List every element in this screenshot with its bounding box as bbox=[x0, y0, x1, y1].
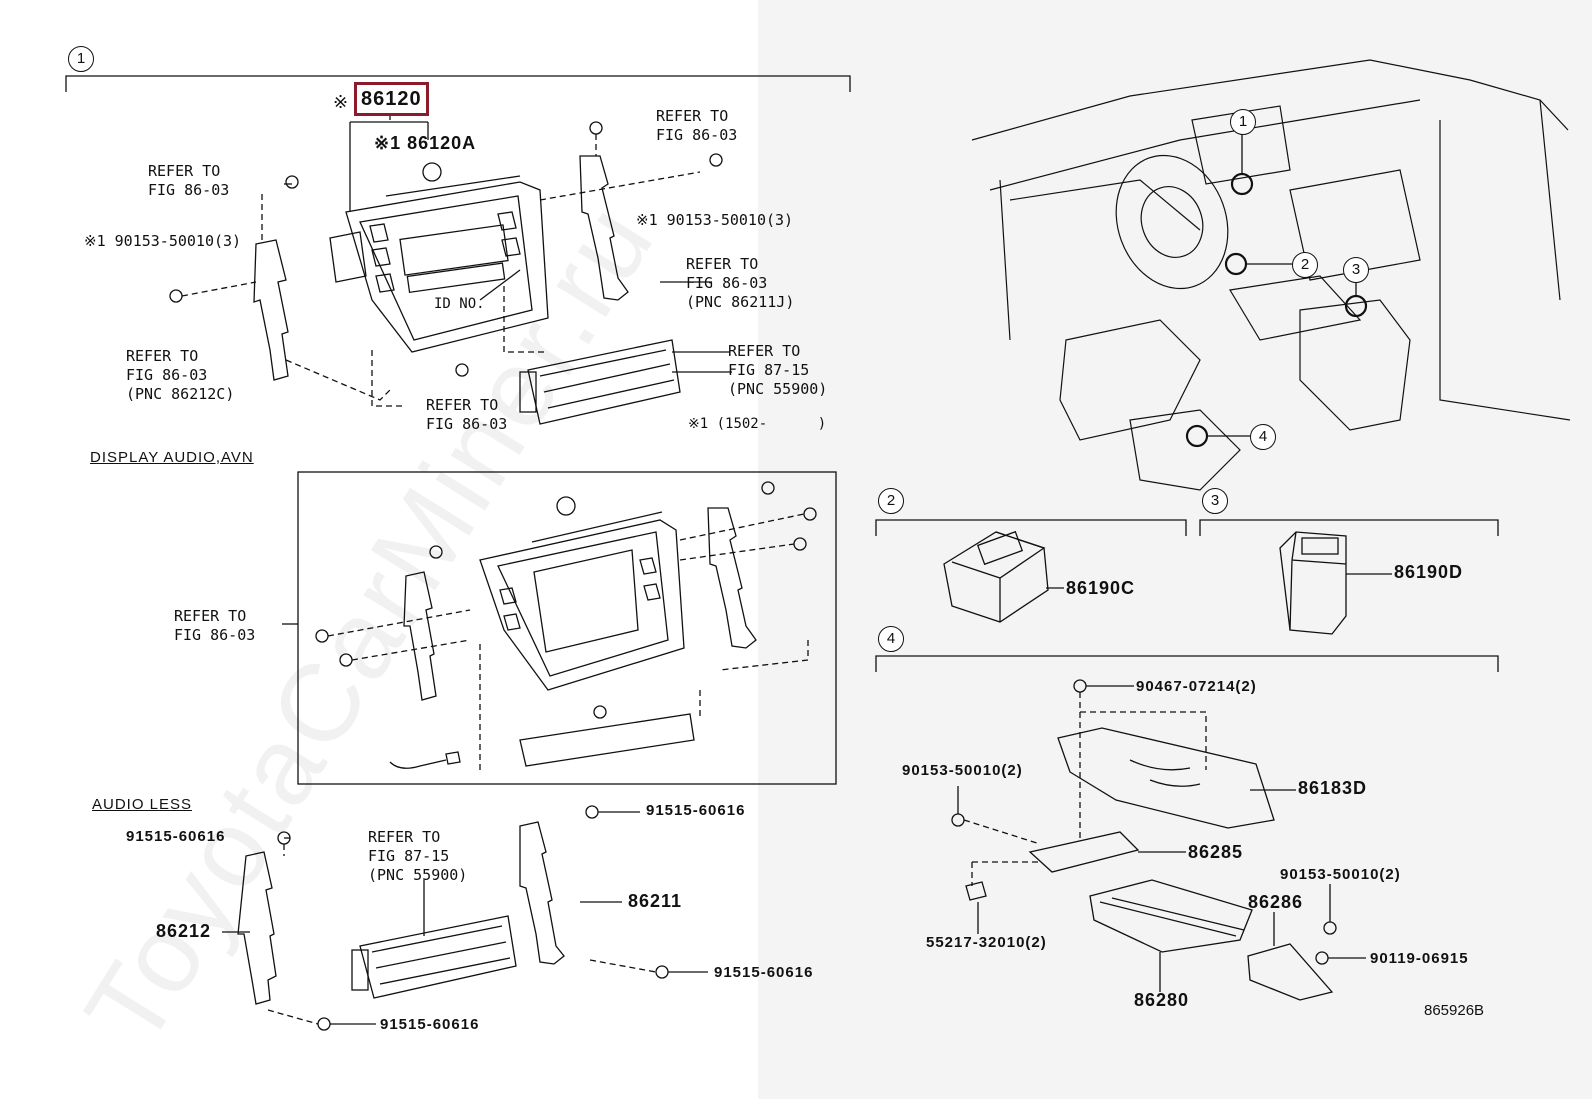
display-audio-unit-drawing bbox=[479, 496, 685, 691]
section-marker-2: 2 bbox=[878, 488, 904, 514]
part-90467-07214[interactable]: 90467-07214(2) bbox=[1136, 678, 1257, 695]
part-90119-06915[interactable]: 90119-06915 bbox=[1370, 950, 1469, 967]
part-86280[interactable]: 86280 bbox=[1134, 990, 1190, 1010]
id-no-label: ID NO. bbox=[434, 296, 485, 312]
part-86183d[interactable]: 86183D bbox=[1298, 778, 1368, 798]
part-55217-32010[interactable]: 55217-32010(2) bbox=[926, 934, 1047, 951]
date-note: ※1 (1502- ) bbox=[688, 416, 827, 432]
vehicle-marker-1[interactable]: 1 bbox=[1230, 109, 1256, 135]
ref-mark: ※ bbox=[333, 92, 349, 113]
refer-to-fig-86-03-bottom[interactable]: REFER TO FIG 86-03 bbox=[426, 396, 508, 433]
part-90153-50010-b[interactable]: 90153-50010(2) bbox=[1280, 866, 1401, 883]
part-90153-50010-a[interactable]: 90153-50010(2) bbox=[902, 762, 1023, 779]
amplifier-86280-drawing bbox=[1089, 879, 1253, 953]
audio-less-climate-drawing bbox=[351, 915, 517, 999]
vehicle-marker-3[interactable]: 3 bbox=[1343, 257, 1369, 283]
screw-91515-right-bottom[interactable]: 91515-60616 bbox=[714, 964, 814, 981]
part-86211[interactable]: 86211 bbox=[628, 891, 683, 911]
switch-86190c-drawing bbox=[943, 530, 1049, 623]
refer-to-fig-86-03-top-left[interactable]: REFER TO FIG 86-03 bbox=[148, 162, 230, 199]
refer-to-pnc-86212c[interactable]: REFER TO FIG 86-03 (PNC 86212C) bbox=[126, 347, 235, 403]
head-unit-drawing bbox=[329, 162, 549, 353]
section-title-display-audio: DISPLAY AUDIO,AVN bbox=[90, 449, 254, 466]
section-title-audio-less: AUDIO LESS bbox=[92, 796, 193, 813]
refer-to-fig-86-03-display-audio[interactable]: REFER TO FIG 86-03 bbox=[174, 607, 256, 644]
section-marker-3: 3 bbox=[1202, 488, 1228, 514]
part-86286[interactable]: 86286 bbox=[1248, 892, 1304, 912]
vehicle-marker-4[interactable]: 4 bbox=[1250, 424, 1276, 450]
refer-to-fig-86-03-top-right[interactable]: REFER TO FIG 86-03 bbox=[656, 107, 738, 144]
switch-86190d-drawing bbox=[1279, 531, 1347, 635]
screw-91515-right-top[interactable]: 91515-60616 bbox=[646, 802, 746, 819]
part-86120a[interactable]: ※1 86120A bbox=[374, 133, 477, 153]
highlighted-part-86120[interactable]: 86120 bbox=[354, 82, 429, 116]
cover-86183d-drawing bbox=[1057, 727, 1275, 829]
refer-to-fig-87-15-audio-less[interactable]: REFER TO FIG 87-15 (PNC 55900) bbox=[368, 828, 468, 884]
screw-90153-left[interactable]: ※1 90153-50010(3) bbox=[84, 232, 242, 250]
part-86190d[interactable]: 86190D bbox=[1394, 562, 1464, 582]
part-86285[interactable]: 86285 bbox=[1188, 842, 1244, 862]
refer-to-pnc-86211j[interactable]: REFER TO FIG 86-03 (PNC 86211J) bbox=[686, 255, 795, 311]
part-86212[interactable]: 86212 bbox=[156, 921, 212, 941]
vehicle-panel-background bbox=[758, 0, 1592, 1099]
section-marker-4: 4 bbox=[878, 626, 904, 652]
refer-to-fig-87-15-top[interactable]: REFER TO FIG 87-15 (PNC 55900) bbox=[728, 342, 828, 398]
section-marker-1: 1 bbox=[68, 46, 94, 72]
screw-90153-right[interactable]: ※1 90153-50010(3) bbox=[636, 211, 794, 229]
screw-91515-left-top[interactable]: 91515-60616 bbox=[126, 828, 226, 845]
vehicle-marker-2[interactable]: 2 bbox=[1292, 252, 1318, 278]
screw-91515-left-bottom[interactable]: 91515-60616 bbox=[380, 1016, 480, 1033]
vehicle-cockpit-drawing bbox=[971, 59, 1571, 491]
climate-unit-drawing bbox=[519, 339, 681, 425]
figure-code: 865926B bbox=[1424, 1002, 1485, 1019]
part-86190c[interactable]: 86190C bbox=[1066, 578, 1136, 598]
